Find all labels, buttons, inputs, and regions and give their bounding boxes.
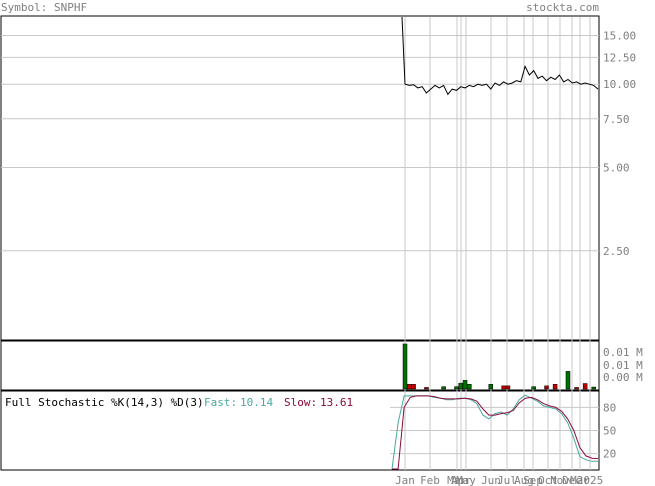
price-tick-label: 12.50	[603, 51, 636, 64]
price-tick-label: 5.00	[603, 162, 630, 175]
volume-bar	[458, 382, 464, 390]
volume-bar	[505, 385, 511, 390]
volume-bar	[402, 343, 408, 390]
x-tick-label: Mar	[570, 474, 590, 486]
volume-bar	[407, 384, 412, 390]
slow-value: 13.61	[320, 396, 353, 409]
slow-label: Slow:	[284, 396, 317, 409]
volume-bar	[552, 384, 558, 390]
x-tick-label: Jan	[395, 474, 415, 486]
x-tick-label: Aug	[514, 474, 534, 486]
volume-bar	[501, 385, 506, 390]
symbol-label: Symbol: SNPHF	[1, 1, 87, 14]
x-tick-label: Oct	[538, 474, 558, 486]
slow-line	[392, 395, 599, 470]
volume-bar	[462, 380, 468, 390]
price-series	[401, 16, 599, 96]
x-tick-label: Jul	[497, 474, 517, 486]
x-tick-label: Jun	[481, 474, 501, 486]
volume-bar	[411, 384, 416, 390]
volume-panel	[0, 340, 600, 391]
fast-label: Fast:	[204, 396, 237, 409]
volume-bar	[582, 383, 588, 390]
price-tick-label: 15.00	[603, 30, 636, 43]
volume-tick-label: 0.00 M	[603, 371, 643, 384]
volume-tick-label: 0.01 M	[603, 359, 643, 372]
brand-label[interactable]: stockta.com	[526, 1, 599, 14]
x-tick-label: Feb	[420, 474, 440, 486]
x-tick-label: Mar	[447, 474, 467, 486]
price-line	[401, 16, 599, 96]
stochastic-series	[391, 394, 599, 470]
volume-bar	[574, 387, 579, 390]
x-tick-label: Dec	[562, 474, 582, 486]
stochastic-title: Full Stochastic %K(14,3) %D(3)	[5, 396, 204, 409]
price-panel	[0, 15, 600, 341]
volume-series	[402, 343, 596, 390]
price-tick-label: 7.50	[603, 113, 630, 126]
volume-bar	[424, 387, 429, 390]
volume-bar	[441, 386, 446, 390]
fast-line	[391, 394, 598, 470]
x-tick-label: May	[456, 474, 476, 486]
x-tick-label: Nov	[550, 474, 570, 486]
stochastic-tick-label: 50	[603, 425, 616, 438]
volume-tick-label: 0.01 M	[603, 346, 643, 359]
price-tick-label: 2.50	[603, 245, 630, 258]
grid-lines	[1, 17, 599, 470]
volume-bar	[531, 386, 536, 390]
x-tick-label: 2025	[577, 474, 604, 486]
x-tick-label: Sep	[523, 474, 543, 486]
volume-bar	[467, 384, 472, 390]
x-tick-label: Apr	[451, 474, 471, 486]
volume-bar	[488, 384, 494, 390]
volume-bar	[454, 386, 459, 390]
fast-value: 10.14	[240, 396, 273, 409]
stochastic-tick-label: 80	[603, 401, 616, 414]
stochastic-tick-label: 20	[603, 448, 616, 461]
volume-bar	[565, 371, 571, 390]
price-tick-label: 10.00	[603, 78, 636, 91]
volume-bar	[591, 386, 596, 390]
volume-bar	[544, 385, 549, 390]
